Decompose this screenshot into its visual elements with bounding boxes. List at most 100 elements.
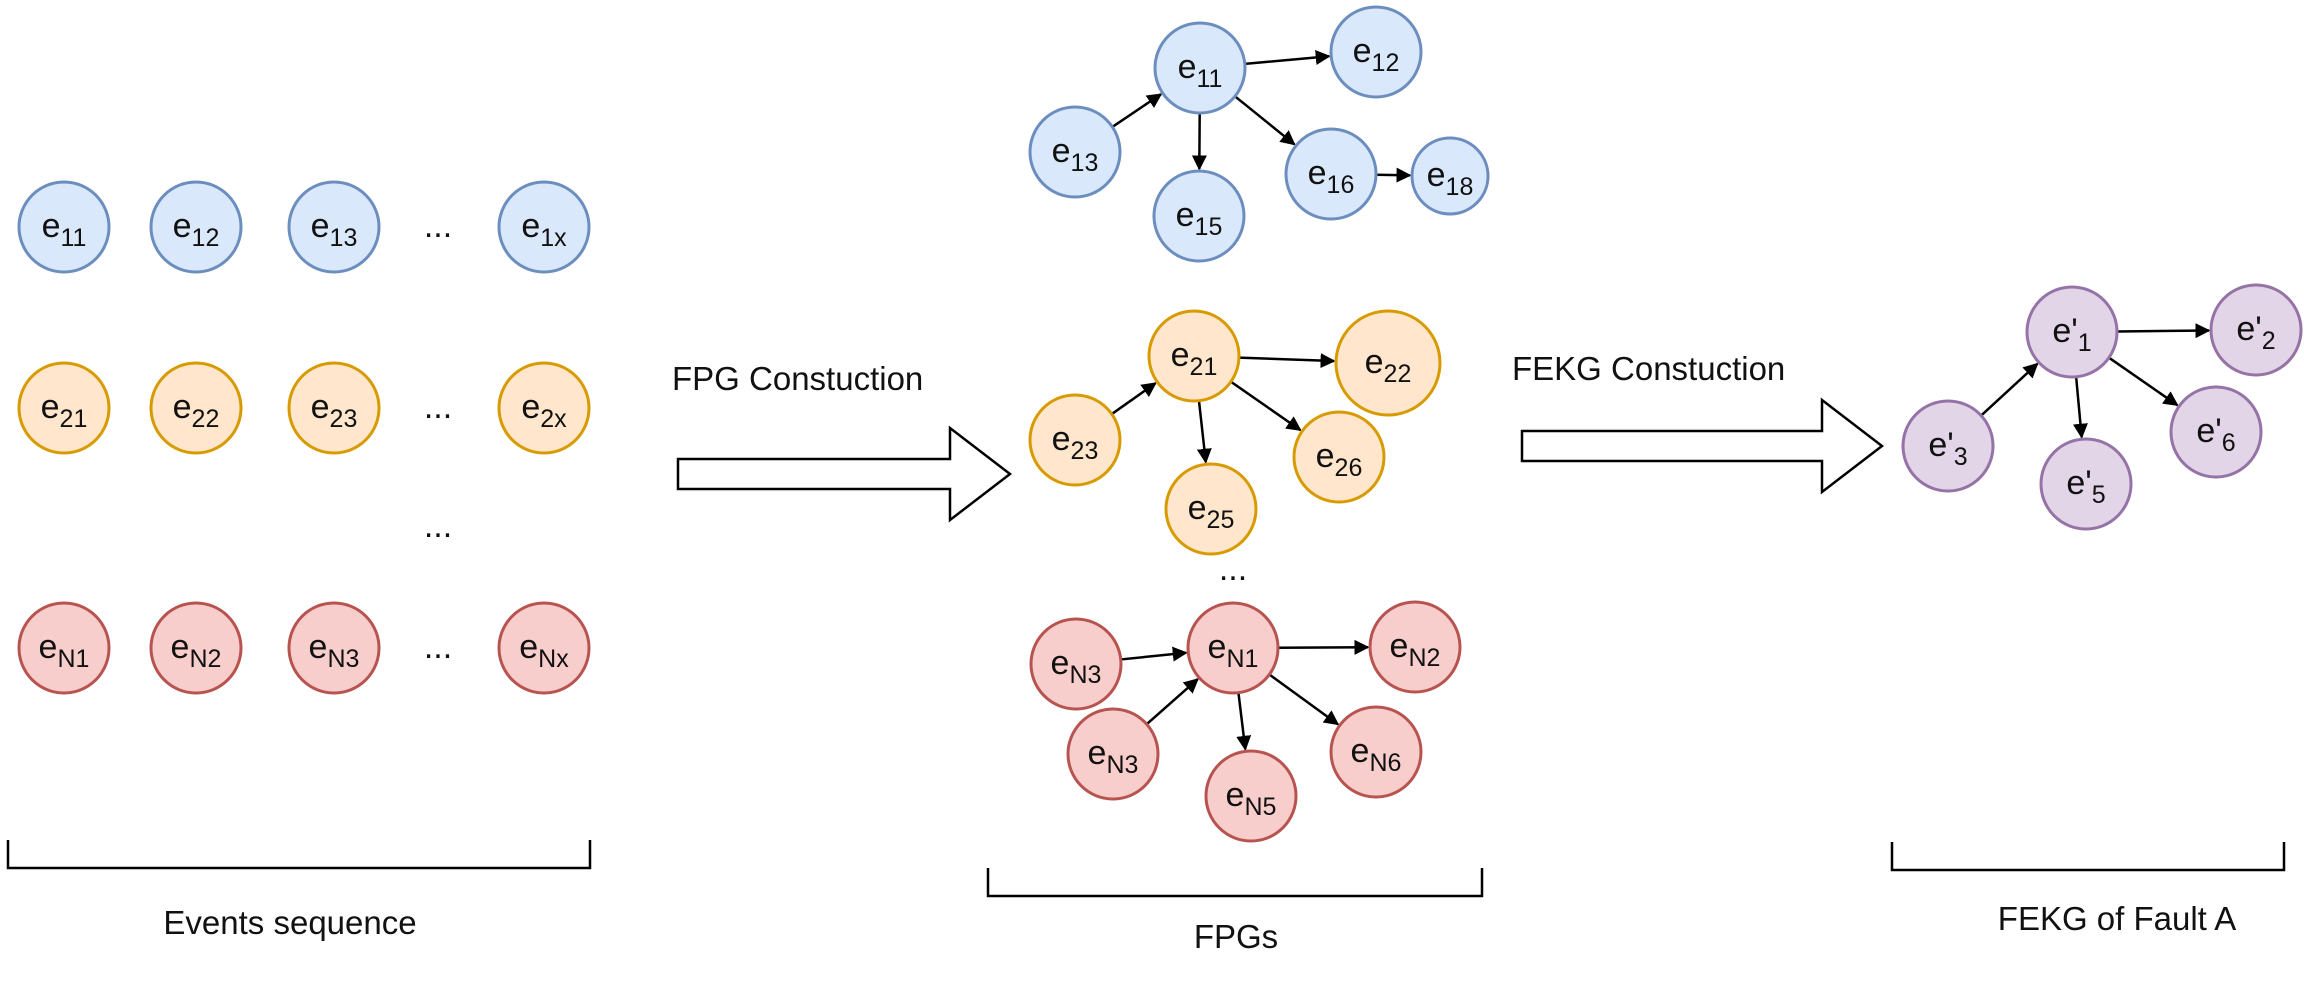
node-label-subscript: N2 bbox=[1408, 644, 1440, 672]
fpg-node-eN3: eN3 bbox=[1029, 617, 1123, 711]
fpg-construction-arrow bbox=[676, 425, 1013, 523]
node-circle bbox=[17, 361, 111, 455]
node-label-subscript: N6 bbox=[1369, 749, 1401, 777]
node-label: eN5 bbox=[1226, 776, 1277, 821]
event-node-eN2: eN2 bbox=[149, 601, 243, 695]
node-label-base: e bbox=[311, 388, 330, 426]
node-circle bbox=[497, 601, 591, 695]
node-label-subscript: 23 bbox=[330, 405, 358, 433]
row-ellipsis: ... bbox=[424, 388, 452, 426]
node-label: e23 bbox=[311, 388, 358, 433]
node-label-subscript: Nx bbox=[538, 645, 569, 673]
fpg-node-e12: e12 bbox=[1329, 5, 1423, 99]
node-label-base: e bbox=[521, 207, 540, 245]
node-circle bbox=[17, 180, 111, 274]
node-label-base: e bbox=[1427, 156, 1446, 194]
node-label-base: e' bbox=[2236, 310, 2261, 348]
node-label: e'3 bbox=[1928, 426, 1967, 471]
node-label: e11 bbox=[42, 207, 87, 252]
node-label-subscript: 13 bbox=[1071, 149, 1099, 177]
node-label-base: e bbox=[42, 207, 61, 245]
node-label: e12 bbox=[1353, 32, 1400, 77]
node-circle bbox=[497, 180, 591, 274]
node-label: eNx bbox=[519, 628, 569, 673]
node-circle bbox=[2169, 385, 2263, 479]
fpg-node-eN1: eN1 bbox=[1186, 601, 1280, 695]
node-label-base: e bbox=[1208, 628, 1227, 666]
node-label-subscript: 21 bbox=[60, 405, 88, 433]
node-label: e1x bbox=[521, 207, 567, 252]
node-circle bbox=[1329, 5, 1423, 99]
fpg-edge bbox=[1196, 400, 1212, 464]
node-label-subscript: 26 bbox=[1335, 454, 1363, 482]
node-label: eN3 bbox=[1051, 644, 1102, 689]
node-circle bbox=[149, 180, 243, 274]
node-circle bbox=[287, 601, 381, 695]
node-circle bbox=[1152, 169, 1246, 263]
node-label-subscript: 15 bbox=[1195, 213, 1223, 241]
node-label: e21 bbox=[41, 388, 88, 433]
fekg-edge bbox=[2072, 376, 2088, 439]
node-label-subscript: 1x bbox=[540, 224, 567, 252]
fekg-node-e-prime5: e'5 bbox=[2039, 437, 2133, 531]
node-circle bbox=[1066, 707, 1160, 801]
event-node-eNx: eNx bbox=[497, 601, 591, 695]
fpg-edge bbox=[1230, 380, 1302, 432]
node-label-base: e bbox=[39, 628, 58, 666]
event-node-e12: e12 bbox=[149, 180, 243, 274]
fekg-node-e-prime2: e'2 bbox=[2209, 283, 2303, 377]
node-label-base: e bbox=[1052, 132, 1071, 170]
node-label-subscript: 12 bbox=[1372, 49, 1400, 77]
node-circle bbox=[2209, 283, 2303, 377]
node-label-subscript: N3 bbox=[327, 645, 359, 673]
node-label: e11 bbox=[1178, 48, 1223, 93]
fpg-edge bbox=[1234, 95, 1296, 146]
fpg-construction-label: FPG Constuction bbox=[672, 360, 923, 397]
node-label-base: e bbox=[1176, 196, 1195, 234]
node-circle bbox=[287, 361, 381, 455]
node-label-subscript: 11 bbox=[60, 224, 86, 252]
node-label-subscript: N1 bbox=[1226, 645, 1258, 673]
fpgs-bracket bbox=[986, 868, 1484, 898]
fpg-node-e18: e18 bbox=[1410, 136, 1490, 216]
node-label: eN6 bbox=[1351, 732, 1402, 777]
node-label-subscript: 18 bbox=[1446, 173, 1474, 201]
node-circle bbox=[287, 180, 381, 274]
node-circle bbox=[149, 361, 243, 455]
node-label-subscript: N3 bbox=[1106, 751, 1138, 779]
node-label-base: e' bbox=[1928, 426, 1953, 464]
fekg-edge bbox=[1980, 362, 2039, 417]
node-label-subscript: 2 bbox=[2262, 327, 2276, 355]
node-label: eN2 bbox=[171, 628, 222, 673]
fpg-edge bbox=[1238, 353, 1336, 369]
node-label-base: e' bbox=[2066, 464, 2091, 502]
node-label: e18 bbox=[1427, 156, 1474, 201]
node-label-base: e bbox=[311, 207, 330, 245]
fpg-edge bbox=[1268, 673, 1340, 726]
row-ellipsis: ... bbox=[424, 628, 452, 666]
node-label: e22 bbox=[1365, 343, 1412, 388]
node-label-subscript: 22 bbox=[192, 405, 220, 433]
node-circle bbox=[1164, 462, 1258, 556]
node-label: e'5 bbox=[2066, 464, 2105, 509]
node-label: e21 bbox=[1171, 336, 1218, 381]
events-sequence-bracket bbox=[6, 840, 592, 870]
node-circle bbox=[497, 361, 591, 455]
fpg-node-e15: e15 bbox=[1152, 169, 1246, 263]
node-label-subscript: 22 bbox=[1384, 360, 1412, 388]
node-circle bbox=[1028, 393, 1122, 487]
fekg-edge bbox=[2108, 356, 2179, 407]
node-label-base: e bbox=[1052, 420, 1071, 458]
fpg-node-eN5: eN5 bbox=[1204, 749, 1298, 843]
node-label-base: e bbox=[171, 628, 190, 666]
node-label-subscript: 11 bbox=[1196, 65, 1222, 93]
fpg-node-e13: e13 bbox=[1028, 105, 1122, 199]
fpg-edge bbox=[1236, 692, 1252, 751]
fpg-edge bbox=[1244, 50, 1331, 66]
node-label: e13 bbox=[1052, 132, 1099, 177]
node-label-base: e bbox=[173, 207, 192, 245]
node-circle bbox=[1284, 127, 1378, 221]
node-label-base: e' bbox=[2052, 312, 2077, 350]
node-circle bbox=[17, 601, 111, 695]
